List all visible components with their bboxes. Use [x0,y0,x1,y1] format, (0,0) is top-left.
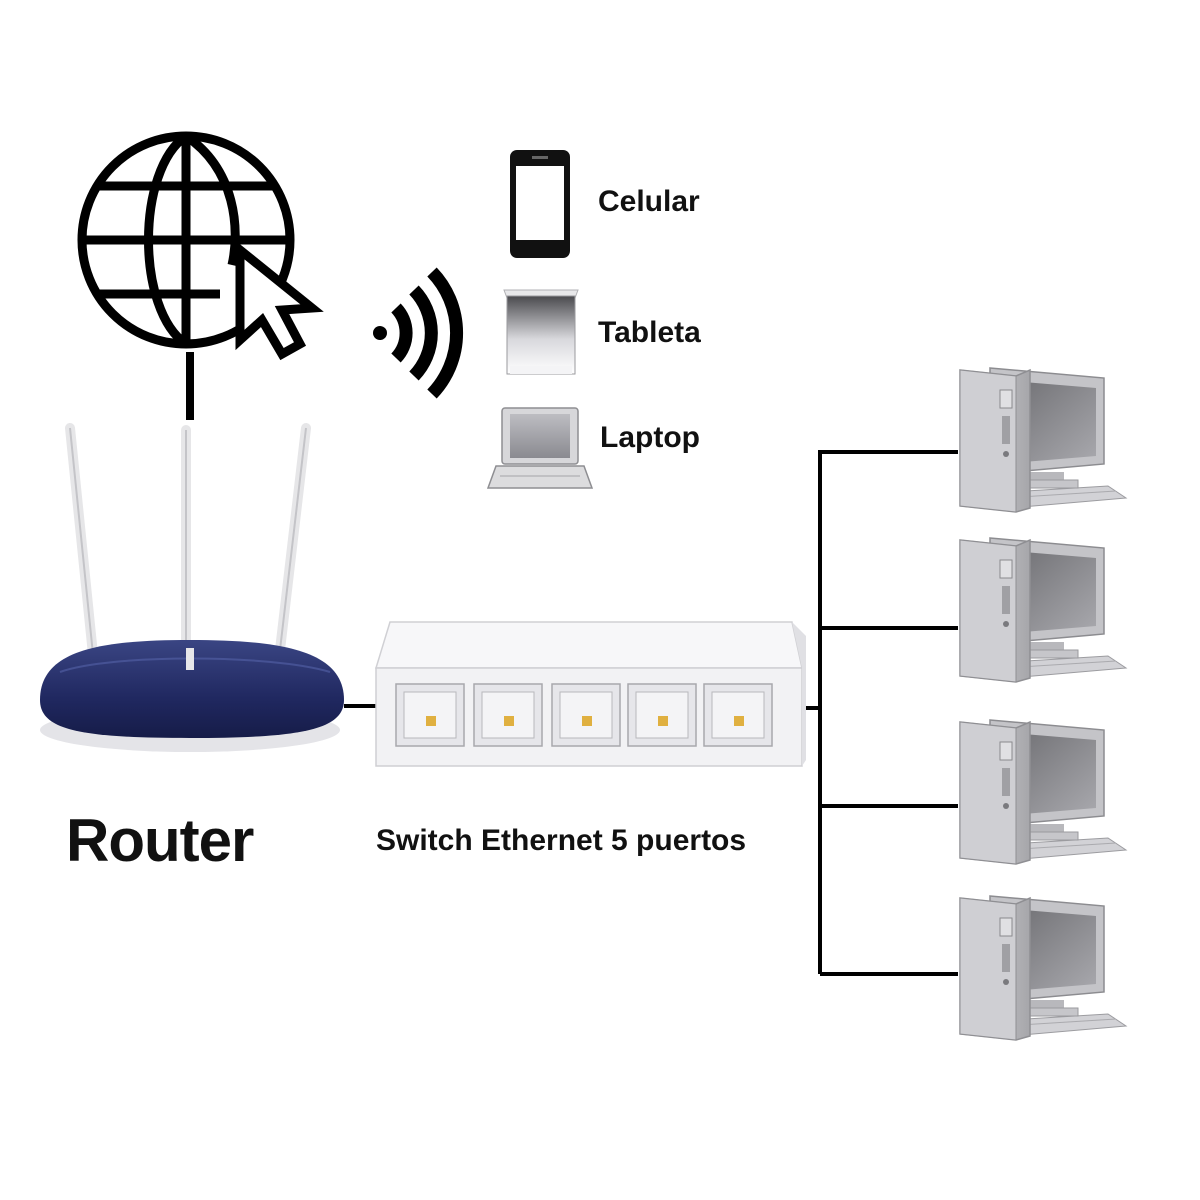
router-label: Router [66,807,254,874]
laptop-icon [486,407,594,489]
cursor-icon [235,240,324,361]
switch-label: Switch Ethernet 5 puertos [376,824,747,857]
laptop-label: Laptop [600,421,700,454]
desktop-computer-icon [959,367,1127,513]
ethernet-switch-icon [374,621,806,767]
tableta-label: Tableta [598,316,701,349]
desktop-computer-icon [959,719,1127,865]
tablet-icon [503,289,579,375]
switch-port [395,683,465,747]
switch-port [703,683,773,747]
desktop-computer-icon [959,895,1127,1041]
desktop-computer-icon [959,537,1127,683]
switch-computers-wiring [806,450,958,976]
celular-label: Celular [598,185,700,218]
globe-cursor-icon [77,131,295,349]
smartphone-icon [510,150,570,258]
router-icon [40,423,344,752]
switch-port [473,683,543,747]
switch-port [551,683,621,747]
switch-port [627,683,697,747]
wifi-signal-icon [373,267,464,399]
